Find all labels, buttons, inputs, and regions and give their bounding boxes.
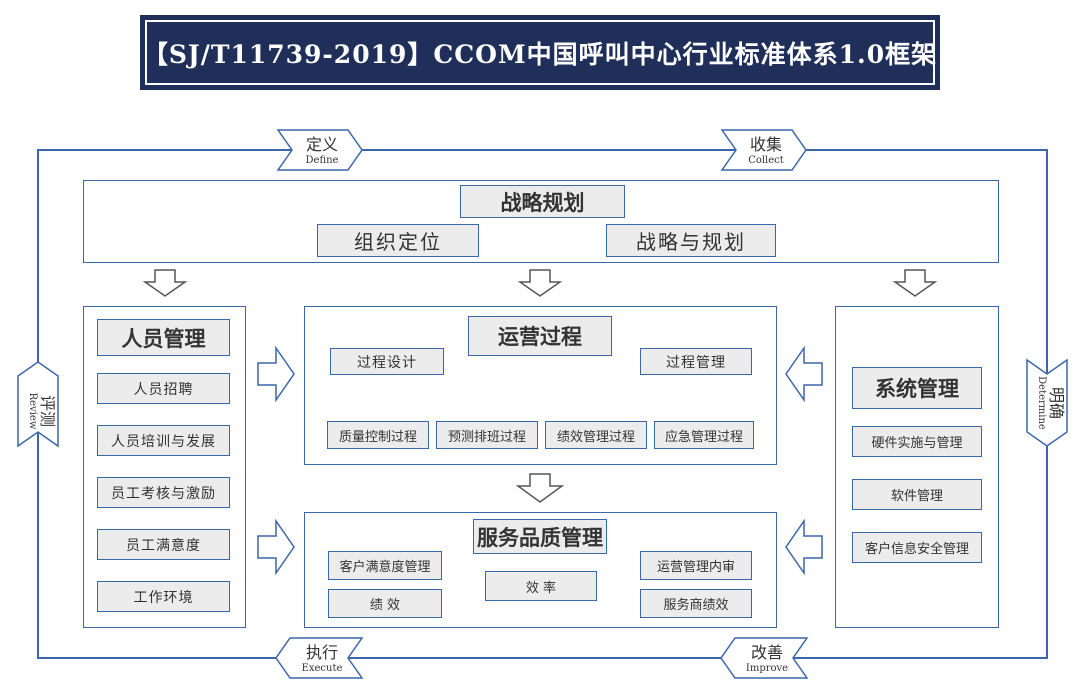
operations-title: 运营过程 [468, 316, 612, 356]
execute-tag: 执行 Execute [286, 639, 358, 674]
execute-tag-shape [275, 637, 364, 679]
down-arrow-ops-service [515, 473, 565, 503]
define-tag-shape [276, 129, 363, 171]
improve-tag: 改善 Improve [731, 639, 803, 674]
down-arrow-center [517, 269, 563, 297]
review-tag: 评测 Review [20, 375, 57, 447]
collect-tag-en: Collect [748, 155, 784, 166]
determine-tag: 明确 Determine [1029, 367, 1066, 439]
people-item-environment: 工作环境 [97, 581, 230, 612]
people-title: 人员管理 [97, 319, 230, 356]
define-tag-en: Define [305, 155, 339, 166]
down-arrow-left [142, 269, 188, 297]
service-title: 服务品质管理 [473, 519, 607, 554]
review-tag-cn: 评测 [38, 394, 57, 427]
system-item-hardware: 硬件实施与管理 [852, 426, 982, 457]
determine-tag-cn: 明确 [1047, 386, 1066, 419]
down-arrow-right [892, 269, 938, 297]
left-arrow-lower [785, 518, 823, 576]
service-item-internal-audit: 运营管理内审 [640, 551, 752, 580]
improve-tag-shape [720, 637, 809, 679]
determine-tag-en: Determine [1036, 376, 1047, 430]
system-item-software: 软件管理 [852, 479, 982, 510]
operations-item-forecast: 预测排班过程 [436, 421, 538, 449]
review-tag-en: Review [27, 392, 38, 430]
strategy-item-planning: 战略与规划 [606, 224, 776, 257]
define-tag-cn: 定义 [305, 135, 338, 154]
improve-tag-en: Improve [745, 663, 789, 674]
page-title: 【SJ/T11739-2019】CCOM中国呼叫中心行业标准体系1.0框架 [142, 39, 938, 69]
collect-tag-cn: 收集 [749, 135, 782, 154]
service-item-performance: 绩 效 [328, 589, 442, 618]
strategy-title: 战略规划 [460, 185, 625, 218]
strategy-item-positioning: 组织定位 [317, 224, 479, 257]
right-arrow-upper [257, 345, 295, 403]
system-item-security: 客户信息安全管理 [852, 532, 982, 563]
operations-item-emergency: 应急管理过程 [654, 421, 754, 449]
service-item-efficiency: 效 率 [485, 571, 597, 601]
service-item-customer-satisfaction: 客户满意度管理 [328, 551, 442, 580]
left-arrow-upper [785, 345, 823, 403]
collect-tag-shape [720, 129, 807, 171]
improve-tag-cn: 改善 [750, 643, 783, 662]
operations-item-performance: 绩效管理过程 [545, 421, 647, 449]
execute-tag-en: Execute [301, 663, 343, 674]
operations-item-quality: 质量控制过程 [327, 421, 429, 449]
people-section [83, 306, 246, 628]
system-section [835, 306, 999, 628]
people-item-recruit: 人员招聘 [97, 373, 230, 404]
system-title: 系统管理 [852, 367, 982, 409]
operations-design: 过程设计 [330, 348, 444, 375]
determine-tag-shape [1026, 358, 1068, 447]
operations-manage: 过程管理 [640, 348, 752, 375]
people-item-appraisal: 员工考核与激励 [97, 477, 230, 508]
define-tag: 定义 Define [290, 131, 354, 166]
title-banner [140, 15, 940, 90]
people-item-training: 人员培训与发展 [97, 425, 230, 456]
right-arrow-lower [257, 518, 295, 576]
people-item-satisfaction: 员工满意度 [97, 529, 230, 560]
execute-tag-cn: 执行 [305, 643, 338, 662]
collect-tag: 收集 Collect [734, 131, 798, 166]
service-item-vendor-performance: 服务商绩效 [640, 589, 752, 618]
review-tag-shape [17, 361, 59, 448]
